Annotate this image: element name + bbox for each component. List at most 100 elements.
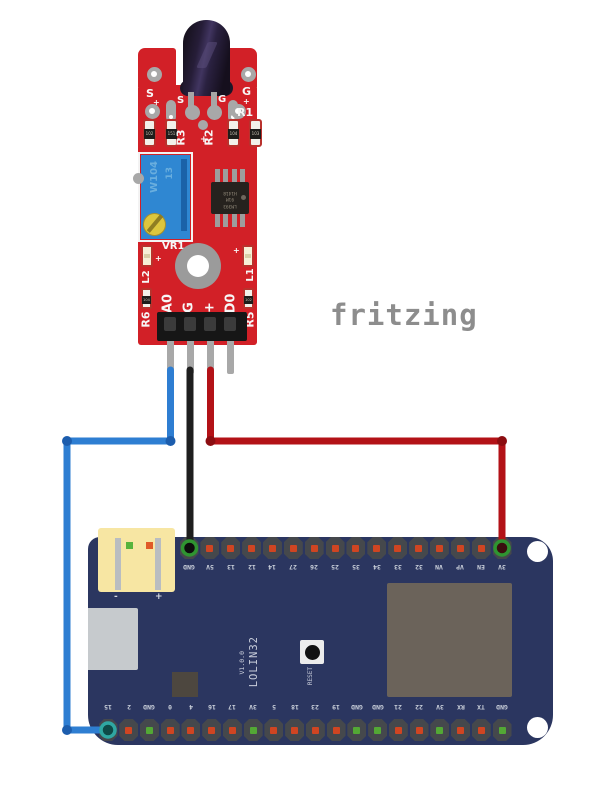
esp32-pin-18[interactable] (285, 719, 305, 741)
label-l1: L1 (245, 268, 256, 282)
esp32-pin-5[interactable] (264, 719, 284, 741)
resistor: 102 (243, 288, 254, 309)
esp32-pin-23[interactable] (305, 719, 325, 741)
io-pin-contact (227, 544, 235, 552)
wire-red-plus-to-3v[interactable] (207, 366, 506, 552)
battery-connector[interactable] (98, 528, 175, 592)
connector-pin (224, 317, 236, 331)
esp32-pin-gnd[interactable] (347, 719, 367, 741)
esp32-pin-vp[interactable] (450, 537, 470, 559)
pin-label-35: 35 (352, 563, 360, 571)
pin-label-3v: 3V (435, 703, 444, 711)
pin-leg-a0[interactable] (167, 341, 174, 374)
pad (206, 104, 222, 120)
smd-component (172, 672, 198, 697)
esp32-pin-14[interactable] (262, 537, 282, 559)
esp32-pin-12[interactable] (242, 537, 262, 559)
ic-leg (232, 169, 237, 183)
io-pin-contact (394, 726, 402, 734)
pin-label-13: 13 (226, 563, 235, 571)
esp32-pin-3v[interactable] (430, 719, 450, 741)
pin-leg-plus[interactable] (207, 341, 214, 374)
label-plus-left: + (153, 98, 160, 107)
wire-bendpoint[interactable] (165, 436, 176, 446)
ic-leg (215, 169, 220, 183)
io-pin-contact (248, 544, 256, 552)
pin-header-connector[interactable] (157, 312, 247, 341)
esp32-pin-en[interactable] (471, 537, 491, 559)
wire-bendpoint[interactable] (205, 436, 216, 446)
esp32-pin-32[interactable] (409, 537, 429, 559)
label-g-right: G (242, 85, 252, 98)
esp32-pin-26[interactable] (304, 537, 324, 559)
esp32-pin-16[interactable] (202, 719, 222, 741)
pot-screw[interactable] (143, 213, 166, 236)
esp32-pin-gnd[interactable] (139, 719, 159, 741)
io-pin-contact (311, 726, 319, 734)
pad (184, 104, 200, 120)
esp32-pin-gnd[interactable] (179, 537, 199, 559)
io-pin-contact (477, 726, 485, 734)
ir-led[interactable] (183, 20, 230, 96)
led-l1-component (242, 245, 254, 267)
wire-bendpoint[interactable] (62, 725, 72, 735)
pin-label-vp: VP (456, 563, 465, 571)
pin-label-15: 15 (104, 703, 112, 711)
esp32-pin-27[interactable] (283, 537, 303, 559)
pin-label-rx: RX (456, 703, 465, 711)
io-pin-contact (477, 544, 485, 552)
lm393-ic[interactable]: LM393 91M H1418 (211, 182, 249, 214)
usb-connector[interactable] (88, 608, 138, 670)
esp32-pin-5v[interactable] (200, 537, 220, 559)
esp32-pin-tx[interactable] (471, 719, 491, 741)
esp32-pin-0[interactable] (160, 719, 180, 741)
esp32-pin-33[interactable] (388, 537, 408, 559)
resistor-code: 102 (144, 129, 155, 139)
pot-strip (181, 159, 187, 231)
pin-label-4: 4 (188, 703, 193, 711)
ic-leg (223, 169, 228, 183)
pin-label-3v: 3V (498, 563, 506, 571)
esp32-pin-3v[interactable] (243, 719, 263, 741)
io-pin-contact (352, 544, 360, 552)
esp32-pin-2[interactable] (119, 719, 139, 741)
esp32-pin-19[interactable] (326, 719, 346, 741)
pin-leg-d0[interactable] (227, 341, 234, 374)
label-vr1: VR1 (162, 241, 185, 252)
esp32-pin-35[interactable] (346, 537, 366, 559)
pin-label-18: 18 (290, 703, 299, 711)
esp32-pin-15[interactable] (98, 719, 118, 741)
esp32-pin-17[interactable] (222, 719, 242, 741)
board-model-text: LOLIN32 (248, 636, 260, 688)
esp32-pin-22[interactable] (409, 719, 429, 741)
power-pin-contact (436, 726, 444, 734)
esp32-pin-3v[interactable] (492, 537, 512, 559)
esp32-pin-34[interactable] (367, 537, 387, 559)
power-pin-contact (249, 726, 257, 734)
reset-button[interactable] (300, 640, 324, 664)
led-highlight (196, 42, 218, 68)
pin-label-23: 23 (311, 703, 320, 711)
esp32-pin-25[interactable] (325, 537, 345, 559)
pin-label-vn: VN (435, 563, 444, 571)
esp32-pin-gnd[interactable] (368, 719, 388, 741)
pin-label-en: EN (477, 563, 486, 571)
label-s-mid: S (177, 95, 185, 106)
wire-bendpoint[interactable] (62, 436, 72, 446)
esp32-pin-4[interactable] (181, 719, 201, 741)
esp32-pin-rx[interactable] (451, 719, 471, 741)
esp32-pin-gnd[interactable] (492, 719, 512, 741)
wire-bendpoint[interactable] (497, 436, 507, 446)
esp32-pin-13[interactable] (221, 537, 241, 559)
ic-leg (223, 213, 228, 227)
pin-leg-g[interactable] (187, 341, 194, 374)
io-pin-contact (206, 544, 214, 552)
power-pin-contact (374, 726, 382, 734)
resistor: 103 (249, 119, 262, 147)
resistor: 104 (141, 288, 152, 309)
esp32-pin-21[interactable] (388, 719, 408, 741)
esp32-pin-vn[interactable] (429, 537, 449, 559)
io-pin-contact (456, 544, 464, 552)
